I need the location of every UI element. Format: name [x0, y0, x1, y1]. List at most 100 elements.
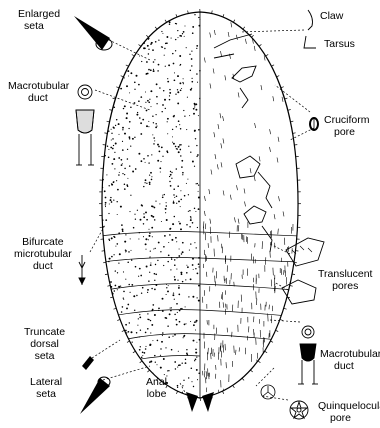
dorsal-pore — [139, 349, 141, 351]
dorsal-pore — [151, 205, 153, 207]
dorsal-pore — [141, 292, 142, 293]
dorsal-pore — [196, 369, 198, 371]
dorsal-pore — [193, 386, 194, 387]
dorsal-pore — [111, 347, 113, 349]
dorsal-pore — [197, 82, 198, 83]
dorsal-pore — [108, 42, 110, 44]
dorsal-pore — [148, 229, 149, 230]
dorsal-pore — [119, 253, 121, 255]
dorsal-pore — [122, 230, 124, 232]
dorsal-pore — [166, 294, 167, 295]
dorsal-pore — [180, 199, 182, 201]
ventral-seta — [277, 158, 278, 163]
dorsal-pore — [197, 273, 199, 275]
dorsal-pore — [157, 144, 159, 146]
dorsal-pore — [105, 112, 107, 114]
dorsal-pore — [126, 14, 127, 15]
dorsal-pore — [100, 174, 101, 175]
label-quinquelocular-pore: Quinquelocularpore — [318, 400, 380, 424]
dorsal-pore — [170, 389, 171, 390]
dorsal-pore — [139, 314, 140, 315]
dorsal-pore — [131, 36, 133, 38]
dorsal-pore — [110, 61, 111, 62]
dorsal-pore — [161, 341, 163, 343]
dorsal-pore — [122, 229, 124, 231]
dorsal-pore — [149, 183, 151, 185]
dorsal-pore — [151, 176, 152, 177]
label-tarsus: Tarsus — [324, 38, 355, 50]
dorsal-pore — [117, 337, 118, 338]
dorsal-pore — [142, 119, 144, 121]
dorsal-pore — [176, 269, 177, 270]
dorsal-pore — [165, 347, 166, 348]
dorsal-pore — [162, 310, 164, 312]
dorsal-pore — [118, 232, 120, 234]
dorsal-pore — [147, 289, 149, 291]
ventral-seta — [259, 156, 260, 161]
dorsal-pore — [113, 236, 115, 238]
dorsal-pore — [124, 168, 126, 170]
dorsal-pore — [105, 202, 107, 204]
dorsal-pore — [169, 92, 171, 94]
dorsal-pore — [170, 185, 172, 187]
dorsal-pore — [178, 351, 179, 352]
ventral-seta — [254, 46, 255, 51]
dorsal-pore — [121, 59, 122, 60]
dorsal-pore — [122, 129, 123, 130]
dorsal-pore — [150, 264, 152, 266]
dorsal-pore — [198, 300, 200, 302]
dorsal-pore — [167, 81, 169, 83]
dorsal-pore — [196, 48, 197, 49]
dorsal-pore — [101, 113, 103, 115]
dorsal-pore — [192, 32, 194, 34]
dorsal-pore — [126, 250, 127, 251]
dorsal-pore — [181, 308, 182, 309]
dorsal-pore — [144, 182, 145, 183]
dorsal-pore — [139, 117, 141, 119]
dorsal-pore — [177, 91, 179, 93]
dorsal-pore — [147, 155, 149, 157]
dorsal-pore — [192, 78, 193, 79]
dorsal-pore — [174, 276, 175, 277]
dorsal-pore — [141, 205, 143, 207]
dorsal-pore — [126, 16, 128, 18]
dorsal-pore — [165, 108, 166, 109]
ventral-seta — [223, 191, 224, 196]
dorsal-pore — [115, 246, 116, 247]
dorsal-pore — [192, 161, 194, 163]
dorsal-pore — [129, 211, 130, 212]
dorsal-pore — [114, 152, 115, 153]
dorsal-pore — [178, 146, 180, 148]
marginal-seta — [147, 370, 149, 372]
dorsal-pore — [155, 264, 156, 265]
dorsal-pore — [188, 377, 189, 378]
dorsal-pore — [115, 143, 117, 145]
dorsal-pore — [160, 348, 161, 349]
dorsal-pore — [167, 152, 169, 154]
dorsal-pore — [155, 127, 157, 129]
dorsal-pore — [182, 251, 184, 253]
dorsal-pore — [153, 143, 155, 145]
dorsal-pore — [117, 189, 119, 191]
dorsal-pore — [198, 197, 200, 199]
dorsal-pore — [110, 92, 112, 94]
dorsal-pore — [129, 92, 130, 93]
dorsal-pore — [196, 45, 198, 47]
dorsal-pore — [176, 168, 178, 170]
dorsal-pore — [111, 139, 112, 140]
dorsal-pore — [173, 115, 174, 116]
dorsal-pore — [105, 342, 107, 344]
dorsal-pore — [145, 20, 146, 21]
dorsal-pore — [166, 202, 167, 203]
dorsal-pore — [124, 33, 125, 34]
dorsal-pore — [164, 194, 165, 195]
dorsal-pore — [140, 122, 142, 124]
marginal-seta — [252, 35, 254, 37]
dorsal-pore — [128, 251, 130, 253]
dorsal-pore — [103, 27, 105, 29]
dorsal-pore — [143, 158, 145, 160]
dorsal-pore — [141, 357, 143, 359]
dorsal-pore — [100, 243, 102, 245]
tarsus-icon — [304, 36, 316, 48]
